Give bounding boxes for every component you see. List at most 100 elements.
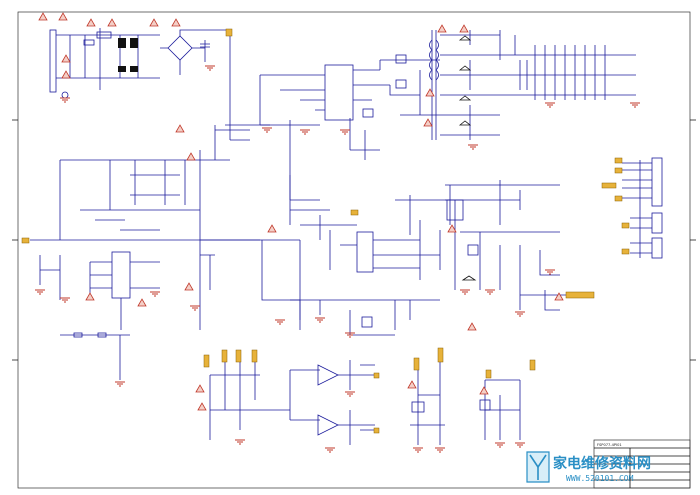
warning-triangle-icon	[149, 18, 159, 27]
power-pin	[529, 359, 536, 371]
power-pin	[221, 349, 228, 363]
optocoupler-fb	[362, 108, 374, 118]
ground-icon	[60, 297, 70, 303]
warning-triangle-icon	[137, 298, 147, 307]
ground-icon	[545, 102, 555, 108]
ground-icon	[460, 289, 470, 295]
power-pin	[373, 427, 380, 434]
power-pin	[614, 195, 623, 202]
opamp-lower	[317, 414, 339, 436]
ground-icon	[413, 447, 423, 453]
ground-icon	[468, 144, 478, 150]
warning-triangle-icon	[479, 386, 489, 395]
fuse	[83, 39, 95, 46]
warning-triangle-icon	[175, 124, 185, 133]
power-pin	[614, 157, 623, 164]
ground-icon	[190, 305, 200, 311]
power-pin	[373, 372, 380, 379]
warning-triangle-icon	[195, 384, 205, 393]
x-capacitor	[118, 38, 126, 48]
connector-cn3	[651, 212, 663, 234]
warning-triangle-icon	[184, 282, 194, 291]
resistor-r45	[73, 332, 83, 338]
ground-icon	[235, 439, 245, 445]
power-pin	[601, 182, 617, 189]
power-pin	[350, 209, 359, 216]
ground-icon	[515, 442, 525, 448]
x-capacitor-2	[130, 38, 138, 48]
ground-icon	[300, 129, 310, 135]
warning-triangle-icon	[58, 12, 68, 21]
power-pin	[21, 237, 30, 244]
warning-triangle-icon	[407, 380, 417, 389]
power-pin	[413, 357, 420, 371]
ground-icon	[545, 269, 555, 275]
ground-symbols	[35, 65, 640, 453]
power-pin	[251, 349, 258, 363]
ground-icon	[35, 289, 45, 295]
warning-triangles	[38, 12, 564, 411]
warning-triangle-icon	[267, 224, 277, 233]
ground-icon	[630, 102, 640, 108]
ground-icon	[115, 381, 125, 387]
input-choke	[96, 31, 112, 39]
sheet-border	[17, 11, 691, 489]
power-pin	[225, 28, 233, 37]
ground-icon	[60, 97, 70, 103]
ground-icon	[275, 319, 285, 325]
warning-triangle-icon	[467, 322, 477, 331]
optocoupler-u7	[411, 401, 425, 413]
ground-icon	[150, 291, 160, 297]
warning-triangle-icon	[171, 18, 181, 27]
warning-triangle-icon	[186, 152, 196, 161]
ground-icon	[205, 65, 215, 71]
ground-icon	[315, 317, 325, 323]
warning-triangle-icon	[107, 18, 117, 27]
power-pin	[485, 369, 492, 379]
snubber-resistor	[395, 54, 407, 64]
watermark-text: 家电维修资料网	[553, 455, 651, 472]
ic-u3	[356, 231, 374, 273]
connector-cn2	[651, 157, 663, 207]
border-ticks	[12, 119, 696, 361]
power-pins	[21, 28, 630, 434]
opamp-upper	[317, 364, 339, 386]
power-pin	[614, 167, 623, 174]
warning-triangle-icon	[554, 292, 564, 301]
warning-triangle-icon	[38, 12, 48, 21]
warning-triangle-icon	[423, 118, 433, 127]
resistor-r46	[97, 332, 107, 338]
output-connectors	[622, 157, 663, 259]
title-block: FSP077-4PI01	[593, 439, 691, 489]
right-middle-section	[445, 180, 570, 311]
standby-section	[30, 124, 300, 380]
center-control-section	[261, 175, 456, 336]
power-pin	[235, 349, 242, 363]
title-block-model: FSP077-4PI01	[597, 443, 622, 447]
ground-icon	[435, 447, 445, 453]
warning-triangle-icon	[425, 88, 435, 97]
ic-u5	[446, 199, 464, 221]
main-transformer-core	[431, 30, 437, 140]
pwm-ic	[324, 64, 354, 121]
warning-triangle-icon	[437, 24, 447, 33]
y-capacitor-2	[130, 66, 138, 72]
ac-connector	[49, 29, 57, 93]
ground-icon	[485, 289, 495, 295]
warning-triangle-icon	[447, 224, 457, 233]
ground-icon	[325, 447, 335, 453]
warning-triangle-icon	[86, 18, 96, 27]
secondary-section	[440, 30, 636, 140]
optocoupler-u4	[361, 316, 373, 328]
bottom-section	[209, 360, 521, 445]
watermark: 家电维修资料网 WWW.520101.COM	[526, 451, 651, 483]
power-pin	[437, 347, 444, 363]
ac-input-section	[49, 28, 250, 141]
power-pin	[621, 222, 630, 229]
optocoupler-u6	[467, 244, 479, 256]
optocoupler-u8	[479, 399, 491, 411]
bridge-rectifier	[167, 35, 193, 61]
power-pin	[621, 248, 630, 255]
